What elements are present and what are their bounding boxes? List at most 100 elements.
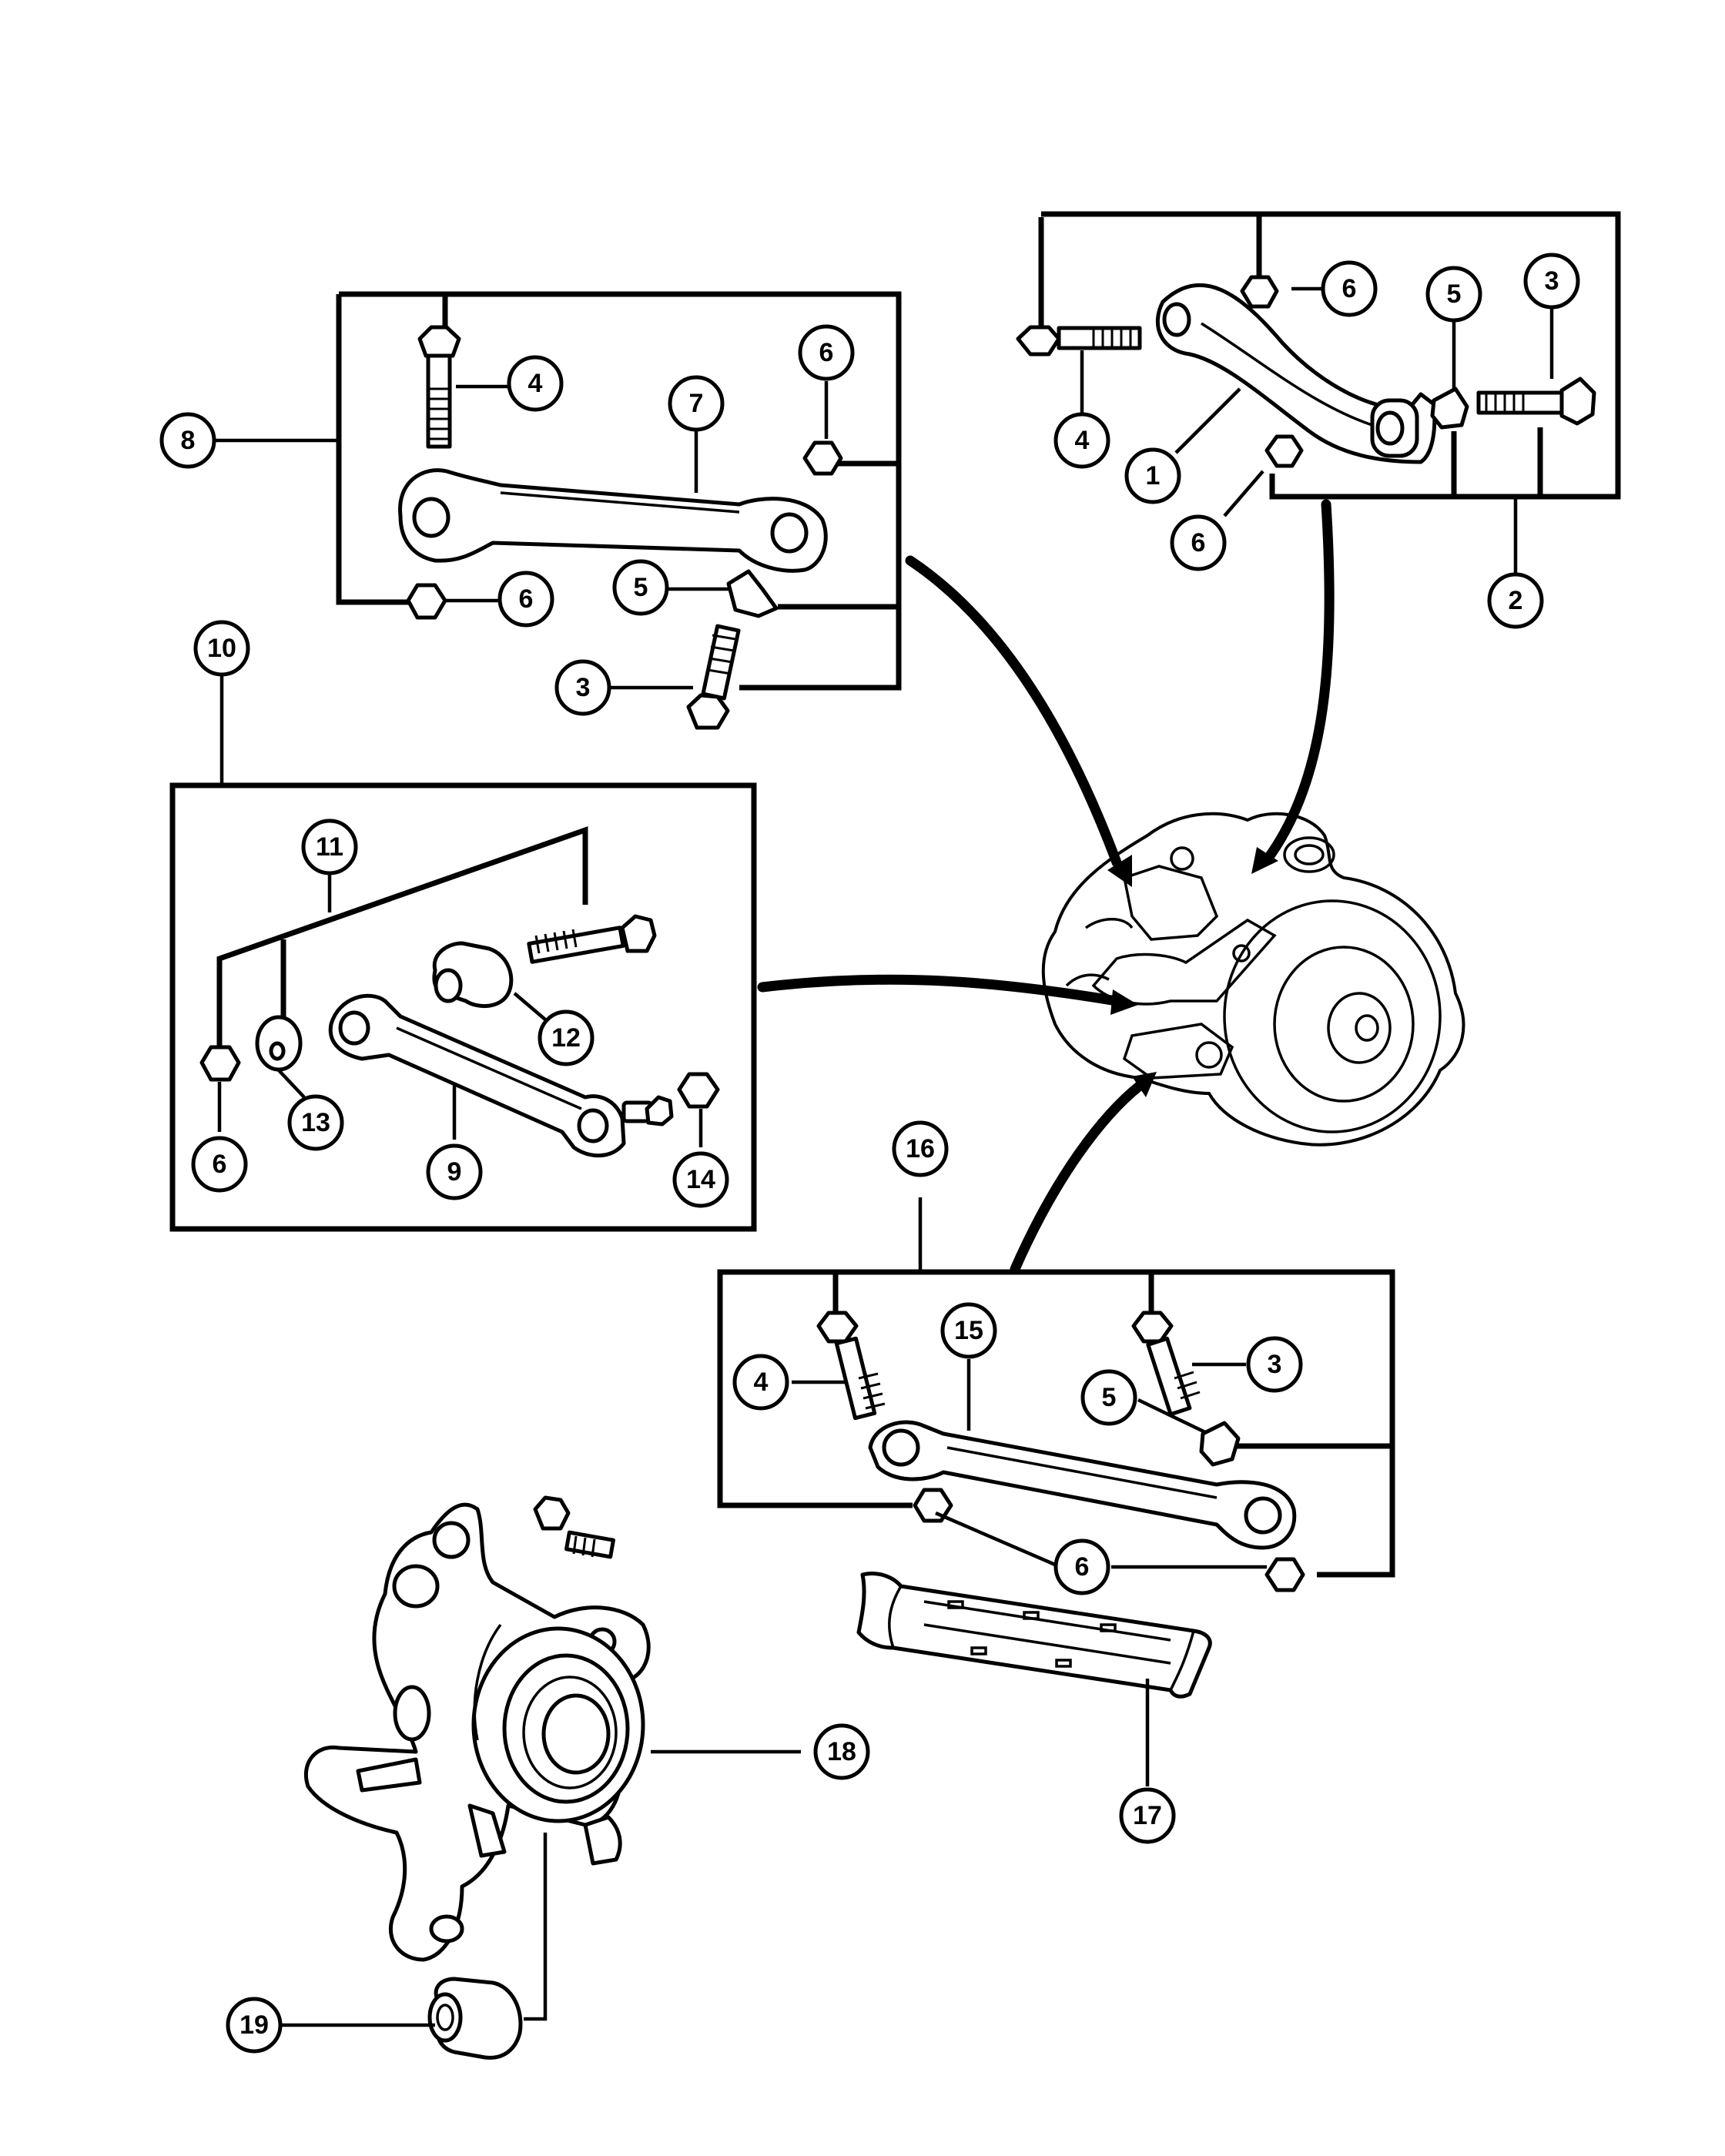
group-2-upper-control-arm bbox=[1016, 211, 1621, 574]
arrow-group-16 bbox=[1010, 1080, 1145, 1274]
washer-5-upper bbox=[1430, 387, 1469, 430]
leader-12 bbox=[513, 992, 552, 1026]
lower-control-arm-15 bbox=[868, 1420, 1297, 1550]
svg-text:1: 1 bbox=[1146, 461, 1161, 490]
arrow-group-10 bbox=[757, 974, 1122, 1006]
bushing-19 bbox=[427, 1977, 523, 2060]
svg-text:16: 16 bbox=[906, 1134, 935, 1163]
svg-text:6: 6 bbox=[1075, 1552, 1090, 1582]
callout-15: 15 bbox=[940, 1302, 997, 1359]
washer-13 bbox=[255, 1015, 303, 1072]
callout-6: 6 bbox=[1053, 1538, 1110, 1595]
callout-13: 13 bbox=[287, 1094, 344, 1151]
nut-6-rear-link-bottom bbox=[406, 583, 447, 620]
svg-text:4: 4 bbox=[754, 1368, 769, 1397]
svg-text:10: 10 bbox=[207, 634, 236, 663]
nut-6-rear-link-top bbox=[802, 440, 843, 476]
svg-text:6: 6 bbox=[1342, 274, 1357, 303]
svg-text:11: 11 bbox=[316, 832, 343, 862]
callout-11: 11 bbox=[301, 819, 358, 875]
group-8-frame bbox=[336, 291, 902, 691]
svg-text:14: 14 bbox=[686, 1165, 715, 1194]
nut-14 bbox=[677, 1072, 720, 1109]
leader-5-lower-arm bbox=[1137, 1398, 1206, 1435]
nut-6-toe-link bbox=[199, 1045, 241, 1082]
callout-6: 6 bbox=[1321, 260, 1378, 317]
group-11-bracket bbox=[216, 826, 588, 1055]
callout-19: 19 bbox=[226, 1997, 283, 2054]
svg-text:9: 9 bbox=[447, 1157, 462, 1187]
group-8-upper-rear-link bbox=[214, 291, 902, 730]
callout-5: 5 bbox=[1080, 1369, 1137, 1426]
nut-6-lower-arm-right bbox=[1264, 1557, 1305, 1592]
svg-text:4: 4 bbox=[528, 369, 543, 398]
callout-1: 1 bbox=[1124, 447, 1181, 504]
svg-text:6: 6 bbox=[819, 338, 834, 367]
bolt-4-lower-arm bbox=[816, 1311, 886, 1421]
svg-text:12: 12 bbox=[551, 1023, 581, 1053]
callout-6: 6 bbox=[1170, 514, 1227, 571]
group-10-frame bbox=[169, 782, 757, 1232]
washer-5-lower-arm bbox=[1199, 1421, 1241, 1467]
bolt-4-rear-link bbox=[417, 325, 461, 449]
callout-10: 10 bbox=[193, 620, 250, 677]
svg-text:5: 5 bbox=[634, 573, 648, 602]
group-10-toe-link bbox=[169, 676, 757, 1232]
svg-text:6: 6 bbox=[519, 584, 534, 614]
group-2-frame bbox=[1038, 211, 1621, 500]
callout-9: 9 bbox=[426, 1143, 483, 1200]
svg-text:5: 5 bbox=[1447, 280, 1462, 309]
group-16-frame bbox=[717, 1269, 1395, 1578]
leader-6-lower bbox=[1223, 470, 1264, 517]
knuckle-hub-assembly bbox=[1041, 812, 1465, 1147]
callout-4: 4 bbox=[507, 355, 564, 412]
knuckle-bolt bbox=[533, 1495, 615, 1559]
callout-12: 12 bbox=[538, 1009, 595, 1066]
callout-6: 6 bbox=[798, 324, 855, 381]
nut-6-bottom-upper bbox=[1264, 434, 1304, 468]
callout-6: 6 bbox=[497, 571, 554, 628]
svg-text:4: 4 bbox=[1075, 426, 1090, 455]
callout-4: 4 bbox=[1053, 412, 1110, 469]
bolt-3-rear-link bbox=[686, 624, 741, 730]
shield-17 bbox=[856, 1572, 1212, 1699]
svg-text:13: 13 bbox=[301, 1108, 330, 1137]
bolt-3-lower-arm bbox=[1131, 1311, 1201, 1417]
upper-control-arm-1 bbox=[1155, 283, 1437, 464]
callout-2: 2 bbox=[1487, 572, 1544, 629]
leader-13 bbox=[277, 1069, 306, 1099]
leader-19-bracket bbox=[524, 1833, 548, 2021]
callout-4: 4 bbox=[732, 1354, 789, 1411]
callout-5: 5 bbox=[612, 559, 669, 616]
callout-16: 16 bbox=[892, 1120, 949, 1177]
leader-1 bbox=[1174, 387, 1241, 454]
toe-link-9 bbox=[328, 993, 674, 1158]
svg-text:6: 6 bbox=[213, 1150, 227, 1179]
callout-7: 7 bbox=[668, 375, 725, 432]
svg-text:3: 3 bbox=[1268, 1350, 1282, 1379]
arrow-group-8 bbox=[905, 555, 1122, 868]
nut-6-lower-arm-left bbox=[913, 1488, 953, 1523]
bushing-12 bbox=[432, 941, 514, 1009]
rear-link-7 bbox=[398, 468, 828, 573]
callout-5: 5 bbox=[1425, 266, 1482, 323]
svg-text:3: 3 bbox=[576, 673, 591, 702]
washer-5-rear-link bbox=[726, 569, 779, 618]
bolt-4-upper bbox=[1016, 325, 1142, 357]
svg-text:2: 2 bbox=[1509, 586, 1523, 615]
svg-text:15: 15 bbox=[954, 1316, 983, 1345]
callout-3: 3 bbox=[1246, 1336, 1303, 1393]
bolt-3-upper bbox=[1476, 377, 1596, 426]
nut-6-top bbox=[1240, 275, 1279, 309]
assembly-arrows bbox=[757, 499, 1335, 1274]
group-16-lower-control-arm bbox=[717, 1197, 1395, 1592]
svg-text:5: 5 bbox=[1102, 1383, 1117, 1412]
svg-text:8: 8 bbox=[181, 426, 196, 455]
callout-17: 17 bbox=[1119, 1787, 1176, 1844]
callout-3: 3 bbox=[554, 659, 611, 716]
svg-text:17: 17 bbox=[1133, 1801, 1162, 1830]
svg-text:7: 7 bbox=[689, 389, 704, 418]
svg-text:18: 18 bbox=[827, 1737, 856, 1766]
svg-text:19: 19 bbox=[239, 2010, 269, 2040]
